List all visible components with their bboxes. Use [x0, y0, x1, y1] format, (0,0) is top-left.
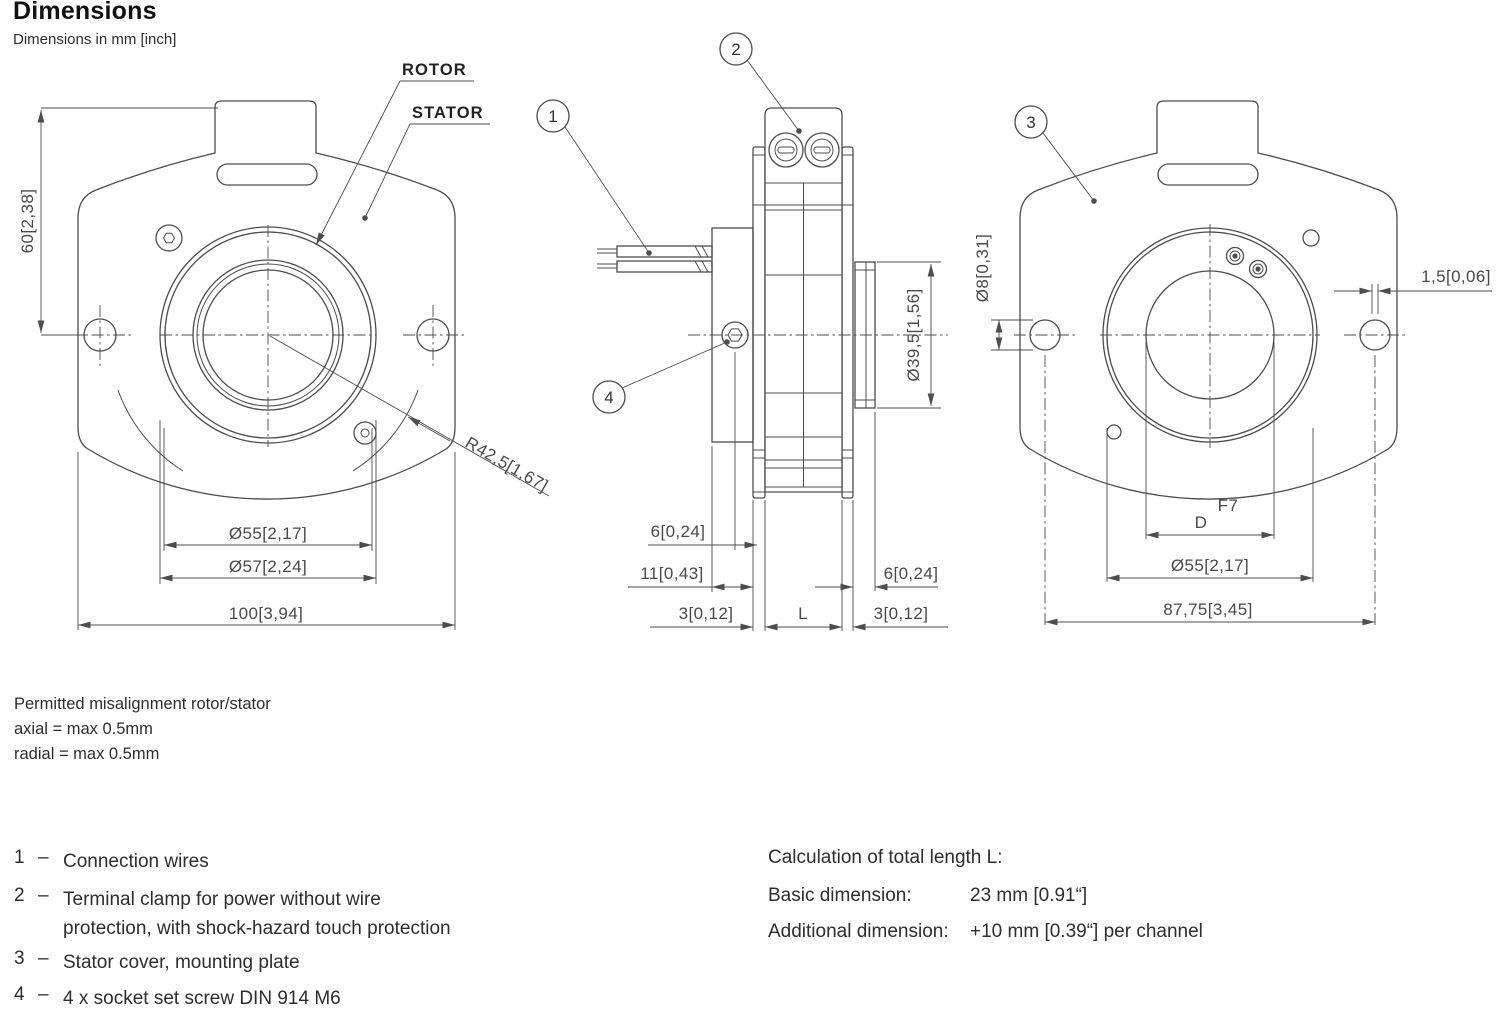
- calc-value-additional: +10 mm [0.39“] per channel: [970, 921, 1203, 942]
- legend-num: 4: [14, 984, 25, 1005]
- legend-dash: –: [38, 984, 49, 1005]
- legend-item-2: 2 – Terminal clamp for power without wir…: [14, 885, 451, 943]
- page-title: Dimensions: [13, 0, 157, 25]
- legend-num: 1: [14, 847, 25, 868]
- legend-item-4: 4 – 4 x socket set screw DIN 914 M6: [14, 984, 341, 1013]
- back-hole-dim: Ø8[0,31]: [973, 234, 1033, 351]
- back-gap-dim: 1,5[0,06]: [1334, 267, 1492, 314]
- balloon-4-number: 4: [604, 388, 613, 407]
- legend-text-line2: protection, with shock-hazard touch prot…: [63, 918, 451, 939]
- fit-letter: D: [1195, 513, 1208, 532]
- misalignment-notes: Permitted misalignment rotor/stator axia…: [14, 692, 271, 767]
- front-set-screw-bottom-icon: [353, 421, 377, 445]
- front-set-screw-top-icon: [155, 224, 183, 252]
- dim-3-left: 3[0,12]: [679, 604, 734, 623]
- front-bottom-dims: Ø55[2,17] Ø57[2,24] 100[3,94]: [77, 420, 456, 630]
- note-axial: axial = max 0.5mm: [14, 720, 153, 738]
- legend-dash: –: [38, 847, 49, 868]
- balloon-1: 1: [536, 99, 652, 256]
- front-tab-slot: [216, 163, 318, 186]
- dim-rotor-od: Ø55[2,17]: [229, 524, 307, 543]
- back-bottom-dims: F7 D Ø55[2,17] 87,75[3,45]: [1044, 342, 1376, 628]
- dim-height: 60[2,38]: [18, 189, 37, 254]
- back-screws-icon: [1225, 246, 1268, 279]
- front-height-dim: 60[2,38]: [18, 107, 218, 336]
- legend-text: Stator cover, mounting plate: [63, 952, 300, 973]
- balloon-4: 4: [592, 339, 730, 414]
- legend-num: 2: [14, 885, 25, 906]
- note-title: Permitted misalignment rotor/stator: [14, 695, 271, 713]
- dim-spacing: 87,75[3,45]: [1163, 600, 1252, 619]
- front-view: ROTOR STATOR R42,5[1,67] 60[2,38] Ø55[2,…: [18, 61, 551, 630]
- balloon-2-number: 2: [731, 40, 740, 59]
- dim-radius: R42,5[1,67]: [462, 433, 551, 496]
- front-radius-dim: R42,5[1,67]: [269, 335, 551, 497]
- technical-drawing: ROTOR STATOR R42,5[1,67] 60[2,38] Ø55[2,…: [18, 32, 1492, 631]
- back-view: 3 Ø8[0,31] 1,5[0,06] F7 D: [973, 100, 1492, 628]
- legend-item-1: 1 – Connection wires: [14, 847, 209, 876]
- stator-label: STATOR: [412, 104, 484, 122]
- balloon-3: 3: [1014, 105, 1097, 204]
- front-centerlines: [160, 225, 376, 447]
- side-view: 1 2 4 Ø39,5[1,56]: [536, 32, 948, 631]
- side-diameter-dim: Ø39,5[1,56]: [877, 261, 941, 409]
- dim-stator-opening: Ø57[2,24]: [229, 557, 307, 576]
- legend-item-3: 3 – Stator cover, mounting plate: [14, 948, 300, 977]
- dim-diameter: Ø39,5[1,56]: [904, 288, 923, 381]
- dim-11: 11[0,43]: [640, 564, 703, 583]
- dim-3-right: 3[0,12]: [874, 604, 929, 623]
- legend-dash: –: [38, 885, 49, 906]
- legend-text: Connection wires: [63, 851, 209, 872]
- calculation-title: Calculation of total length L:: [768, 847, 1003, 868]
- side-body: [764, 107, 843, 493]
- dim-opening: Ø55[2,17]: [1171, 556, 1249, 575]
- connection-wires: [597, 245, 713, 273]
- back-hole-top-right: [1302, 229, 1320, 247]
- back-tab-slot: [1157, 163, 1259, 186]
- back-centerlines: [1100, 224, 1320, 448]
- balloon-3-number: 3: [1026, 113, 1035, 132]
- dim-gap: 1,5[0,06]: [1421, 267, 1491, 286]
- balloon-1-number: 1: [548, 107, 557, 126]
- page-subtitle: Dimensions in mm [inch]: [13, 31, 177, 48]
- calc-label-basic: Basic dimension:: [768, 885, 912, 906]
- dim-hole: Ø8[0,31]: [973, 234, 992, 302]
- dim-6-right: 6[0,24]: [884, 564, 939, 583]
- side-bottom-dims: 6[0,24] 11[0,43] 6[0,24] 3[0,12] L 3[0,1…: [628, 352, 948, 631]
- calc-label-additional: Additional dimension:: [768, 921, 949, 942]
- terminal-screws-icon: [768, 132, 840, 168]
- fit-tolerance: F7: [1218, 496, 1239, 515]
- back-plate-outline: [1019, 100, 1398, 500]
- dim-width: 100[3,94]: [229, 604, 304, 623]
- calc-value-basic: 23 mm [0.91“]: [970, 885, 1088, 906]
- back-hole-bottom-left: [1106, 424, 1122, 440]
- legend-dash: –: [38, 948, 49, 969]
- balloon-2: 2: [719, 32, 802, 134]
- rotor-label: ROTOR: [402, 61, 467, 79]
- note-radial: radial = max 0.5mm: [14, 745, 160, 763]
- legend-text: Terminal clamp for power without wire: [63, 889, 381, 910]
- front-plate-outline: [77, 100, 456, 500]
- dim-length-l: L: [798, 604, 808, 623]
- dim-6-left: 6[0,24]: [651, 522, 706, 541]
- legend-num: 3: [14, 948, 25, 969]
- back-mounting-holes: [1014, 319, 1406, 351]
- legend-text: 4 x socket set screw DIN 914 M6: [63, 988, 341, 1009]
- front-mounting-holes: [70, 305, 465, 367]
